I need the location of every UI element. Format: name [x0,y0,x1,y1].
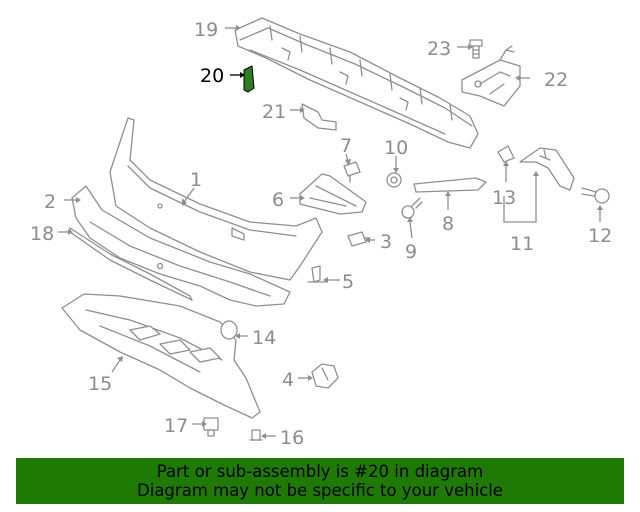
part-1-bumper-cover [109,117,323,281]
part-4-clip [311,363,339,389]
part-19-reinforcement-beam [234,17,479,149]
callout-23: 23 [427,38,451,60]
part-8-clip-strip [413,177,487,193]
callout-9: 9 [405,241,417,263]
callout-11: 11 [510,233,534,255]
callout-16: 16 [280,427,304,449]
part-13-retainer [497,145,515,163]
callout-10: 10 [384,137,408,159]
callout-2: 2 [44,191,56,213]
callout-22: 22 [544,69,568,91]
part-16-bolt [249,429,263,441]
callout-8: 8 [442,213,454,235]
callout-1: 1 [190,169,202,191]
part-7-clip [343,161,361,183]
part-14-plug [220,320,238,340]
part-12-screw [581,187,610,204]
callout-4: 4 [282,369,294,391]
part-15-underbody-shield [61,293,261,419]
callout-13: 13 [492,187,516,209]
part-21-bracket [301,103,337,131]
callout-12: 12 [588,225,612,247]
callout-labels: 19 20 21 23 22 1 2 18 6 7 10 8 9 3 5 13 … [30,19,612,449]
callout-5: 5 [342,271,354,293]
callout-14: 14 [252,327,276,349]
part-5-fastener [307,265,327,283]
banner-line-part: Part or sub-assembly is #20 in diagram [156,462,484,481]
part-10-nut [386,172,402,188]
part-9-screw [401,197,423,219]
callout-21: 21 [262,101,286,123]
banner-line-disclaimer: Diagram may not be specific to your vehi… [137,481,503,500]
callout-7: 7 [340,135,352,157]
callout-20: 20 [200,65,224,87]
part-11-side-bracket [519,147,575,191]
part-6-side-bracket [299,173,367,215]
part-18-molding [69,227,193,301]
part-23-bolt [469,39,483,59]
callout-17: 17 [164,415,188,437]
part-22-mounting-bracket [461,45,521,107]
callout-6: 6 [272,189,284,211]
part-20-bracket [243,65,255,93]
callout-19: 19 [194,19,218,41]
part-2-lower-cover [71,185,291,307]
info-banner: Part or sub-assembly is #20 in diagram D… [16,458,624,504]
callout-3: 3 [380,231,392,253]
callout-15: 15 [88,373,112,395]
leader-lines [58,25,603,439]
callout-18: 18 [30,223,54,245]
part-17-nut [203,417,219,437]
